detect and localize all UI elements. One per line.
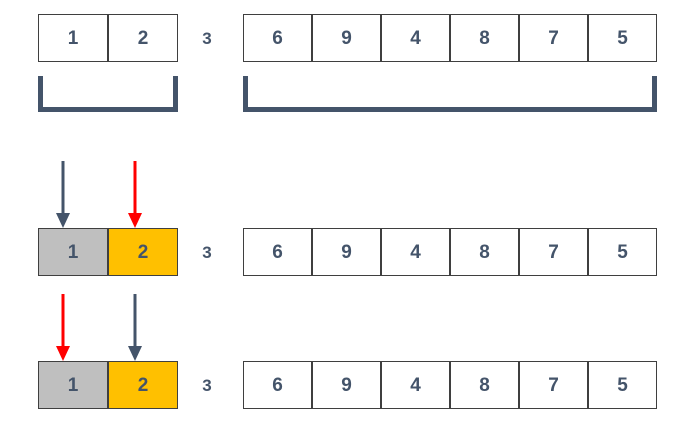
cell-right-r1-0: 6 [243,14,312,62]
cell-right-r1-3: 8 [450,14,519,62]
cell-left-r2-0: 1 [38,228,108,276]
cell-right-r3-3: 8 [450,361,519,409]
cell-right-r3-5: 5 [588,361,657,409]
separator-number-r3: 3 [202,375,212,395]
arrow-red-down-r3 [53,294,73,362]
cell-right-r1-2: 4 [381,14,450,62]
cell-right-r1-4: 7 [519,14,588,62]
cell-right-r2-1: 9 [312,228,381,276]
cell-left-r3-1: 2 [108,361,178,409]
bracket-right-group [243,76,657,112]
cell-right-r3-4: 7 [519,361,588,409]
cell-left-r2-1: 2 [108,228,178,276]
arrow-blue-down-r2 [53,161,73,229]
cell-right-r3-1: 9 [312,361,381,409]
cell-left-r1-0: 1 [38,14,108,62]
cell-right-r2-4: 7 [519,228,588,276]
cell-left-r1-1: 2 [108,14,178,62]
separator-number-r2: 3 [202,242,212,262]
separator-number-r1: 3 [202,28,212,48]
cell-left-r3-0: 1 [38,361,108,409]
cell-right-r2-0: 6 [243,228,312,276]
cell-right-r2-2: 4 [381,228,450,276]
cell-right-r1-1: 9 [312,14,381,62]
arrow-blue-down-r3 [125,294,145,362]
cell-right-r2-3: 8 [450,228,519,276]
cell-right-r1-5: 5 [588,14,657,62]
bracket-left-group [38,76,178,112]
arrow-red-down-r2 [125,161,145,229]
cell-right-r3-2: 4 [381,361,450,409]
cell-right-r3-0: 6 [243,361,312,409]
cell-right-r2-5: 5 [588,228,657,276]
